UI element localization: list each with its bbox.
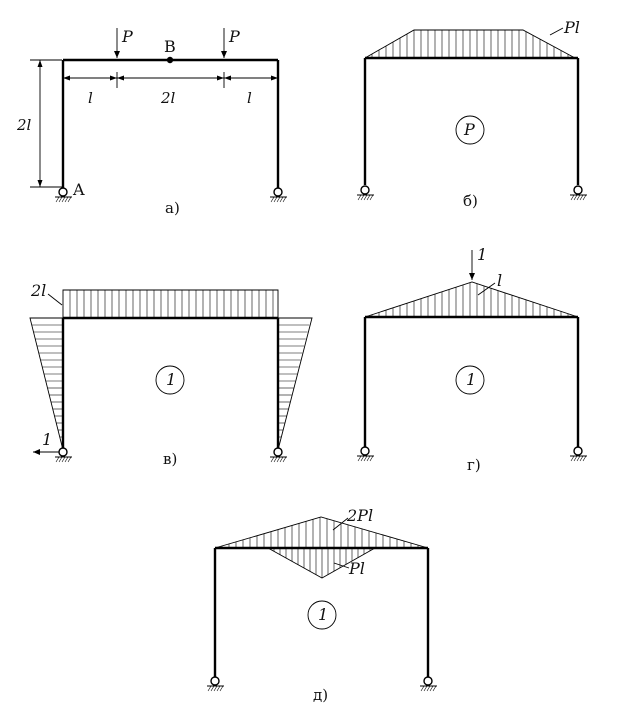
state-d-label: 1 — [318, 605, 328, 624]
panel-a: B P P l 2l l 2l — [16, 27, 287, 217]
panel-v: 2l 1 1 в) — [29, 281, 313, 468]
value-g-label: l — [497, 271, 502, 290]
unit-force-v-label: 1 — [42, 430, 52, 449]
state-circle-d — [307, 600, 337, 630]
hatching-g — [371, 282, 576, 317]
support-d-left — [207, 676, 224, 692]
value-d-bottom-label: Pl — [348, 559, 365, 578]
caption-a: а) — [165, 199, 180, 217]
moment-diagram-d — [214, 516, 429, 579]
state-circle-b — [455, 115, 485, 145]
support-v-right — [270, 447, 287, 463]
frame-d — [213, 546, 430, 677]
support-g-left — [357, 446, 374, 462]
support-v-left — [55, 447, 72, 463]
caption-d: д) — [313, 686, 328, 704]
state-v-label: 1 — [166, 370, 176, 389]
support-d-right — [420, 676, 437, 692]
dim-mid-label: 2l — [160, 89, 176, 107]
panel-d: 2Pl Pl 1 д) — [207, 506, 437, 704]
state-circle-g — [455, 365, 485, 395]
unit-force-g-label: 1 — [477, 245, 487, 264]
frame-a — [61, 58, 280, 190]
support-right — [270, 187, 287, 203]
value-d-top-label: 2Pl — [346, 506, 373, 525]
value-b-label: Pl — [563, 18, 580, 37]
support-g-right — [570, 446, 587, 462]
frame-g — [363, 315, 580, 447]
dimension-vertical — [30, 59, 62, 188]
panel-b: Pl P б) — [357, 18, 587, 210]
moment-diagram-b — [364, 29, 576, 59]
frame-v — [61, 316, 280, 448]
state-b-label: P — [463, 120, 475, 139]
moment-diagram-v — [29, 289, 313, 451]
load-left-label: P — [121, 27, 133, 46]
dim-height-label: 2l — [16, 116, 32, 134]
state-circle-v — [155, 365, 185, 395]
support-b-left — [357, 185, 374, 201]
panel-g: 1 l 1 г) — [357, 245, 587, 474]
hinge-b — [166, 56, 174, 64]
value-v-label: 2l — [30, 281, 46, 300]
point-b-label: B — [164, 37, 176, 56]
support-b-right — [570, 185, 587, 201]
support-left — [55, 187, 72, 203]
frame-b — [363, 56, 580, 185]
state-g-label: 1 — [466, 370, 476, 389]
dimension-horizontal — [63, 72, 278, 88]
caption-g: г) — [467, 456, 481, 474]
hatching-v — [31, 290, 310, 445]
dim-right-label: l — [247, 89, 252, 107]
hatching-d — [221, 517, 426, 578]
caption-v: в) — [163, 450, 177, 468]
hatching-b — [371, 30, 569, 58]
load-right-label: P — [228, 27, 240, 46]
caption-b: б) — [463, 192, 478, 210]
dim-left-label: l — [88, 89, 93, 107]
moment-diagram-g — [364, 281, 579, 318]
point-a-label: A — [72, 180, 85, 199]
